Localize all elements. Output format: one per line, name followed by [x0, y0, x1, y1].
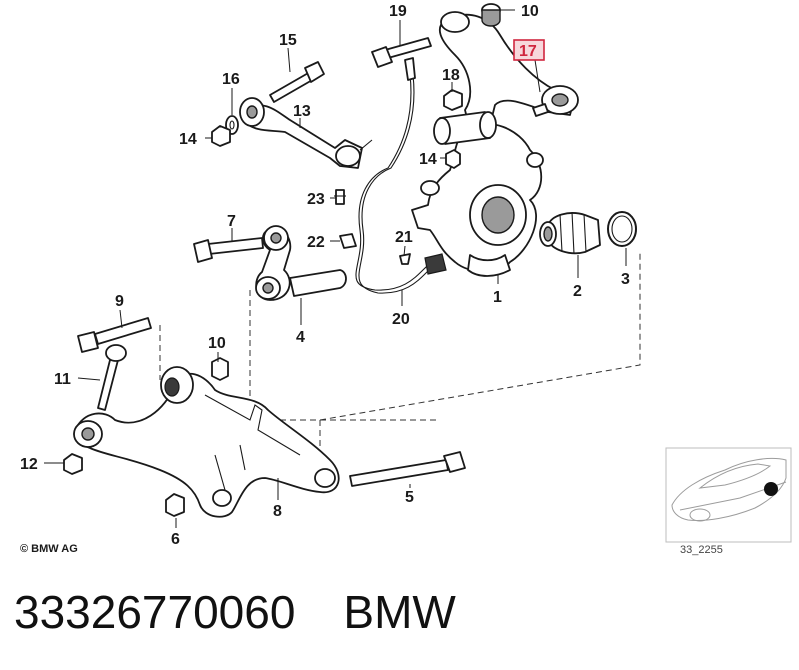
label-7: 7: [227, 213, 236, 230]
bolt-11[interactable]: [97, 344, 127, 411]
label-3: 3: [621, 271, 630, 288]
label-9: 9: [115, 293, 124, 310]
copyright-text: © BMW AG: [20, 543, 78, 555]
nut-12[interactable]: [63, 453, 83, 475]
bushing-10-top[interactable]: [481, 3, 501, 27]
label-22: 22: [307, 234, 325, 251]
lower-control-arm-8[interactable]: [73, 366, 340, 518]
bolt-9[interactable]: [77, 317, 152, 353]
clip-23[interactable]: [334, 189, 346, 205]
label-14-left: 14: [179, 131, 197, 148]
wheel-speed-sensor[interactable]: [424, 253, 447, 275]
bolt-5[interactable]: [349, 451, 466, 487]
sensor-wire-20[interactable]: [355, 57, 436, 294]
brand-name: BMW: [343, 586, 456, 638]
label-6: 6: [171, 531, 180, 548]
label-1: 1: [493, 289, 502, 306]
part-number: 33326770060: [14, 586, 296, 638]
nut-14-left[interactable]: [211, 125, 231, 147]
guide-line: [319, 250, 641, 455]
vehicle-location-inset: 33_2255: [665, 447, 792, 556]
label-10-top: 10: [521, 3, 539, 20]
leader-lines: [44, 9, 627, 528]
wheel-carrier-1[interactable]: [411, 123, 544, 277]
label-5: 5: [405, 489, 414, 506]
bolt-7[interactable]: [193, 237, 264, 263]
highlight-box-17: [513, 39, 545, 61]
label-13: 13: [293, 103, 311, 120]
nut-18[interactable]: [443, 89, 463, 111]
guide-line: [249, 290, 440, 421]
toe-link-4[interactable]: [255, 225, 347, 301]
nut-6[interactable]: [165, 493, 185, 517]
bolt-19[interactable]: [371, 37, 432, 68]
parts-diagram: 19 10 17 15 18 16 13 14 14 23 7 22 21 3 …: [20, 3, 792, 556]
label-15: 15: [279, 32, 297, 49]
label-17[interactable]: 17: [519, 43, 537, 60]
label-11: 11: [54, 371, 71, 388]
label-16: 16: [222, 71, 240, 88]
label-8: 8: [273, 503, 282, 520]
label-10-lower: 10: [208, 335, 226, 352]
circlip-3[interactable]: [607, 211, 637, 247]
label-4: 4: [296, 329, 305, 346]
label-2: 2: [573, 283, 582, 300]
car-outline-icon: [671, 457, 787, 521]
control-link-13[interactable]: [239, 97, 373, 169]
screw-21[interactable]: [399, 253, 411, 265]
bushing-sleeve[interactable]: [433, 111, 497, 145]
bolt-15[interactable]: [269, 61, 325, 103]
nut-10-lower[interactable]: [211, 357, 229, 381]
wheel-bearing-2[interactable]: [539, 211, 601, 255]
label-20: 20: [392, 311, 410, 328]
label-21: 21: [395, 229, 413, 246]
label-12: 12: [20, 456, 38, 473]
rear-axle-marker-icon: [764, 482, 778, 496]
upper-control-arm[interactable]: [438, 11, 579, 131]
label-18: 18: [442, 67, 460, 84]
grommet-22[interactable]: [339, 233, 357, 249]
footer-caption: 33326770060 BMW: [14, 585, 784, 645]
nut-14-right[interactable]: [445, 149, 461, 169]
label-14-right: 14: [419, 151, 437, 168]
inset-reference: 33_2255: [680, 544, 723, 556]
label-23: 23: [307, 191, 325, 208]
label-19: 19: [389, 3, 407, 20]
